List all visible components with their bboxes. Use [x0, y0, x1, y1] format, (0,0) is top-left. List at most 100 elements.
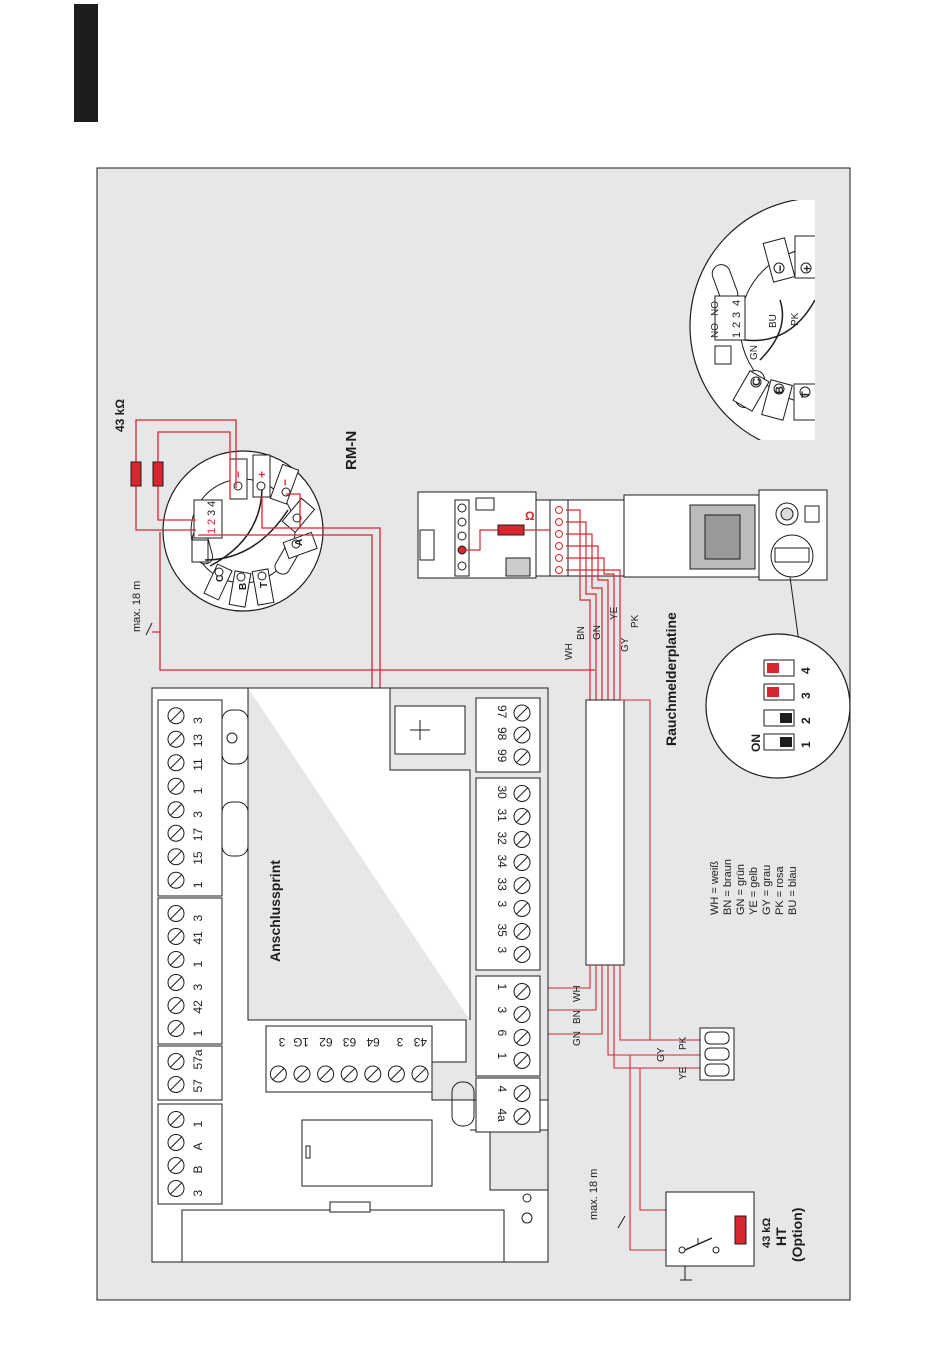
- terminal-label: 4a: [495, 1109, 509, 1123]
- terminal-label: 15: [191, 851, 205, 865]
- three-way-connector: [699, 1027, 735, 1081]
- legend-ye: YE = gelb: [748, 867, 760, 915]
- terminal-label: 3: [191, 811, 205, 818]
- socket-pk: PK: [790, 312, 801, 326]
- wire-tag-wh: WH: [564, 643, 575, 660]
- terminal-label: 1: [495, 984, 509, 991]
- terminal-label: 4: [495, 1086, 509, 1093]
- terminal-label: 3: [278, 1035, 285, 1049]
- wire-tag-bn: BN: [576, 626, 587, 640]
- terminal-label: 1: [191, 961, 205, 968]
- conn-tag-pk: PK: [678, 1036, 689, 1050]
- legend-bn: BN = braun: [722, 859, 734, 915]
- h-tag-wh: WH: [572, 985, 583, 1002]
- wire-tag-ye: YE: [609, 606, 620, 620]
- anschlussprint-label: Anschlussprint: [267, 860, 283, 962]
- ht-option-label: (Option): [789, 1208, 805, 1262]
- max-18m-bottom-tick: [617, 1215, 626, 1229]
- socket-minus: −: [773, 265, 787, 272]
- socket-no-left: NO: [710, 323, 721, 338]
- socket-plus: +: [800, 265, 814, 272]
- terminal-block-f: 97 98 99: [475, 697, 541, 773]
- terminal-label: 99: [495, 749, 509, 763]
- socket-no-right: NO: [710, 301, 721, 316]
- terminal-label: 32: [495, 832, 509, 846]
- legend-gy: GY = grau: [761, 865, 773, 915]
- dip-on-label: ON: [749, 734, 763, 752]
- terminal-label: 3: [396, 1035, 403, 1049]
- terminal-label: 98: [495, 727, 509, 741]
- conn-tag-gy: GY: [656, 1047, 667, 1062]
- terminal-label: A: [191, 1142, 205, 1150]
- terminal-label: 1: [191, 1030, 205, 1037]
- rm-n-plus: +: [255, 471, 269, 478]
- socket-num-2: 2: [731, 322, 743, 328]
- cable-bundle: [585, 699, 625, 966]
- rm-n-t: T: [259, 582, 270, 588]
- terminal-label: 3: [191, 717, 205, 724]
- h-tag-gn: GN: [572, 1031, 583, 1046]
- terminal-label: 1: [191, 787, 205, 794]
- rm-n-minus: −: [231, 471, 245, 478]
- dip-switch-zoom: [705, 633, 851, 779]
- terminal-label: 41: [191, 931, 205, 945]
- terminal-label: 63: [343, 1035, 357, 1049]
- terminal-label: B: [191, 1165, 205, 1173]
- rm-n-b: B: [238, 583, 249, 590]
- legend-pk: PK = rosa: [774, 866, 786, 915]
- rm-n-minus-2: −: [278, 479, 292, 486]
- dip-num-2: 2: [799, 717, 813, 724]
- terminal-label: 42: [191, 1000, 205, 1014]
- board-red-traces: [462, 509, 621, 700]
- max-18m-bottom-label: max. 18 m: [588, 1169, 600, 1220]
- terminal-label: 97: [495, 705, 509, 719]
- ht-label: HT: [773, 1227, 789, 1246]
- terminal-label: 17: [191, 828, 205, 842]
- resistor-top-label: 43 kΩ: [113, 399, 127, 432]
- dip-num-4: 4: [799, 667, 813, 674]
- terminal-label: 13: [191, 734, 205, 748]
- socket-num-3: 3: [731, 312, 743, 318]
- dip-3: [767, 687, 779, 697]
- ht-module: [665, 1191, 755, 1281]
- terminal-label: 3: [495, 901, 509, 908]
- socket-num-4: 4: [731, 300, 743, 306]
- anschlussprint-board: [151, 687, 549, 1263]
- color-legend: WH = weiß BN = braun GN = grün YE = gelb…: [709, 859, 799, 915]
- terminal-label: 3: [191, 1190, 205, 1197]
- socket-b: B: [774, 386, 786, 394]
- legend-bu: BU = blau: [787, 866, 799, 915]
- terminal-label: 43: [413, 1035, 427, 1049]
- terminal-label: 33: [495, 878, 509, 892]
- terminal-label: 3: [191, 984, 205, 991]
- rm-n-c: C: [215, 575, 226, 582]
- terminal-label: 1: [191, 881, 205, 888]
- rm-n-num-4: 4: [206, 501, 218, 507]
- socket-c: C: [751, 378, 763, 386]
- rauchmelderplatine-label: Rauchmelderplatine: [663, 612, 679, 746]
- socket-num-1: 1: [731, 332, 743, 338]
- conn-tag-ye: YE: [678, 1066, 689, 1080]
- rm-n-num-3: 3: [206, 510, 218, 516]
- base-socket-detail: 1 2 3 4 NO NO − + C B T GN BU PK: [689, 200, 815, 440]
- terminal-block-i: 4 4a: [475, 1077, 541, 1133]
- wire-tag-gy: GY: [620, 637, 631, 652]
- wire-tag-pk: PK: [630, 614, 641, 628]
- terminal-label: 62: [319, 1035, 333, 1049]
- terminal-label: 30: [495, 786, 509, 800]
- omega-label: Ω: [525, 509, 535, 523]
- terminal-label: 57a: [191, 1049, 205, 1069]
- h-tag-bn: BN: [572, 1010, 583, 1024]
- legend-gn: GN = grün: [735, 864, 747, 915]
- terminal-label: 3: [495, 947, 509, 954]
- dip-2: [780, 713, 792, 723]
- rm-n-label: RM-N: [343, 431, 360, 470]
- terminal-label: 3: [495, 1007, 509, 1014]
- dip-4: [767, 663, 779, 673]
